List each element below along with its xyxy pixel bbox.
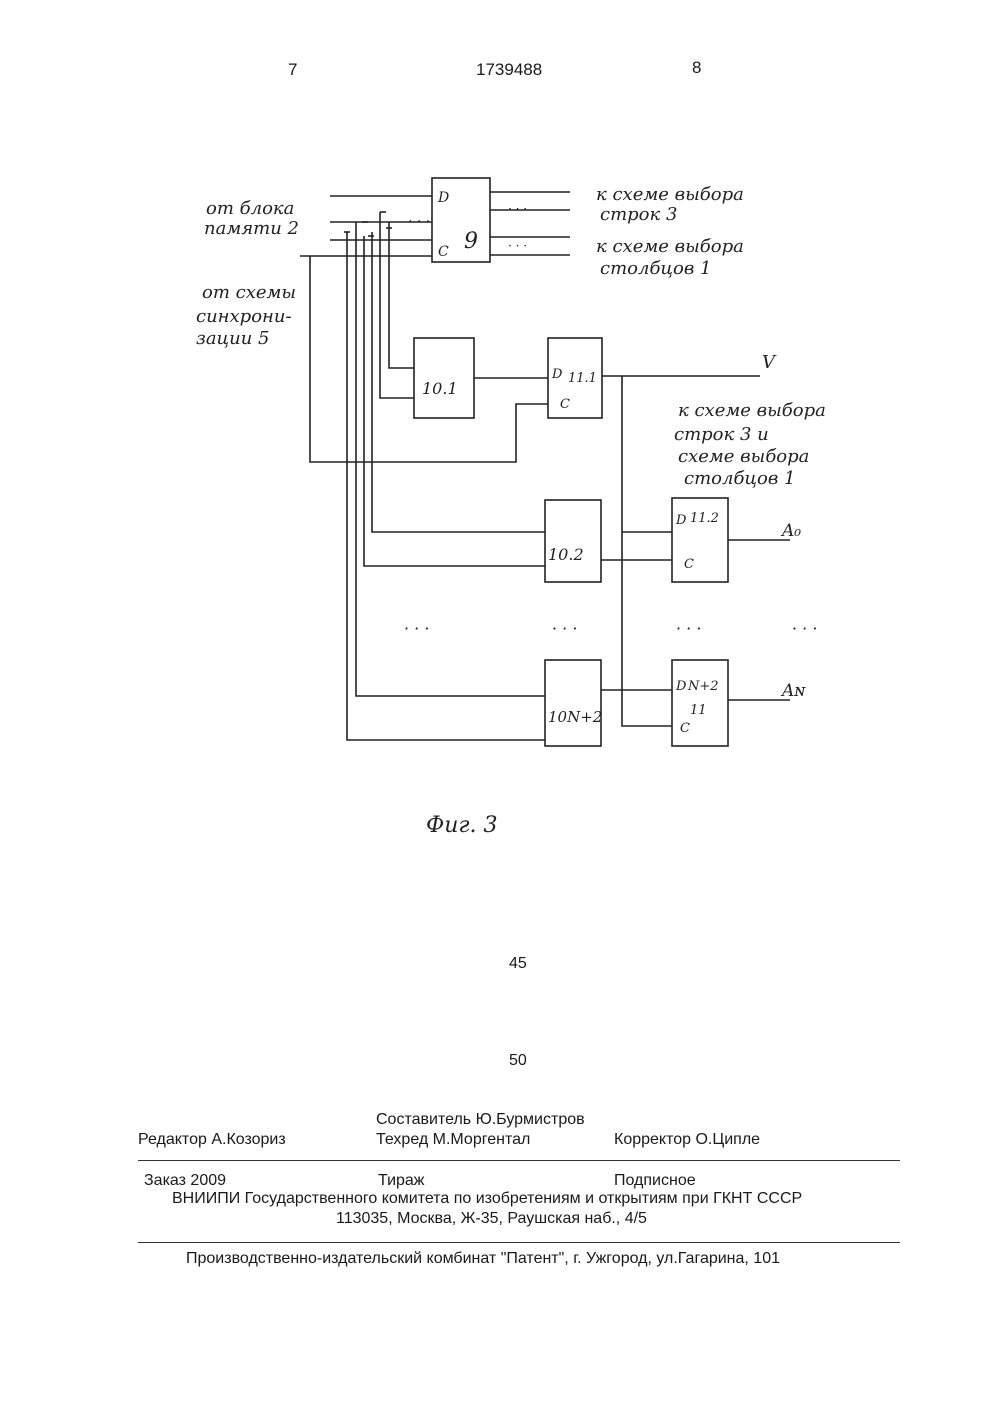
colophon-corrector: Корректор О.Ципле xyxy=(614,1131,760,1149)
colophon-order: Заказ 2009 xyxy=(144,1172,226,1190)
colophon-subscription: Подписное xyxy=(614,1172,696,1190)
block-9-out-dots-bottom: · · · xyxy=(508,239,527,253)
colophon-address: 113035, Москва, Ж-35, Раушская наб., 4/5 xyxy=(336,1210,647,1228)
block-11-2-pin-d: D xyxy=(675,513,687,528)
block-11-1-pin-d: D xyxy=(551,367,563,382)
line-number-45: 45 xyxy=(509,955,527,973)
ellipsis-3: · · · xyxy=(676,619,701,638)
label-to-rows-cols-1: к схеме выбора xyxy=(678,400,826,421)
block-11-2-pin-c: C xyxy=(684,557,694,572)
label-to-rows-cols-2: строк 3 и xyxy=(674,424,769,445)
block-9-out-dots-top: · · · xyxy=(508,202,527,216)
circuit-diagram: D C 9 · · · · · · · · · 10.1 D 11.1 C 10… xyxy=(0,0,1000,900)
line-number-50: 50 xyxy=(509,1052,527,1070)
label-to-cols-1: к схеме выбора xyxy=(596,236,744,257)
ellipsis-1: · · · xyxy=(404,619,429,638)
block-9-pin-d: D xyxy=(437,190,449,206)
block-10-n2 xyxy=(545,660,601,746)
block-10-2-number: 10.2 xyxy=(548,545,584,564)
label-from-sync-3: зации 5 xyxy=(196,328,269,349)
colophon-institution: ВНИИПИ Государственного комитета по изоб… xyxy=(172,1190,802,1208)
colophon-circulation: Тираж xyxy=(378,1172,425,1190)
colophon-rule-bottom xyxy=(138,1242,900,1243)
label-to-rows-2: строк 3 xyxy=(600,204,677,225)
ellipsis-4: · · · xyxy=(792,619,817,638)
block-11-2-number: 11.2 xyxy=(690,511,719,526)
block-10-1 xyxy=(414,338,474,418)
output-an-label: Aɴ xyxy=(780,681,806,701)
label-from-memory-2: памяти 2 xyxy=(204,218,299,239)
colophon-techred: Техред М.Моргентал xyxy=(376,1131,530,1149)
label-to-rows-1: к схеме выбора xyxy=(596,184,744,205)
output-a0-label: A₀ xyxy=(780,521,801,541)
colophon-printer: Производственно-издательский комбинат "П… xyxy=(186,1250,780,1268)
label-from-sync-1: от схемы xyxy=(202,282,296,303)
figure-caption: Фиг. 3 xyxy=(426,813,498,838)
colophon-editor: Редактор А.Козориз xyxy=(138,1131,286,1149)
block-10-2 xyxy=(545,500,601,582)
block-11-n2-pin-c: C xyxy=(680,721,690,736)
output-v-label: V xyxy=(762,352,777,373)
block-10-n2-number: 10N+2 xyxy=(548,708,602,726)
colophon-compiler: Составитель Ю.Бурмистров xyxy=(376,1111,585,1129)
block-9-input-dots: · · · xyxy=(408,214,430,230)
colophon-rule-top xyxy=(138,1160,900,1161)
ellipsis-2: · · · xyxy=(552,619,577,638)
label-to-rows-cols-4: столбцов 1 xyxy=(684,468,795,489)
block-9-number: 9 xyxy=(464,229,478,254)
block-11-1-number: 11.1 xyxy=(568,371,597,386)
block-9-pin-c: C xyxy=(438,244,449,260)
label-from-memory-1: от блока xyxy=(206,198,294,219)
label-to-rows-cols-3: схеме выбора xyxy=(678,446,809,467)
label-from-sync-2: синхрони- xyxy=(196,306,292,327)
block-11-1-pin-c: C xyxy=(560,397,570,412)
block-11-n2-number: N+2 xyxy=(687,679,719,694)
block-11-n2-pin-d: D xyxy=(675,679,687,694)
label-to-cols-2: столбцов 1 xyxy=(600,258,711,279)
block-10-1-number: 10.1 xyxy=(422,379,458,398)
block-11-n2-number-2: 11 xyxy=(690,703,707,718)
